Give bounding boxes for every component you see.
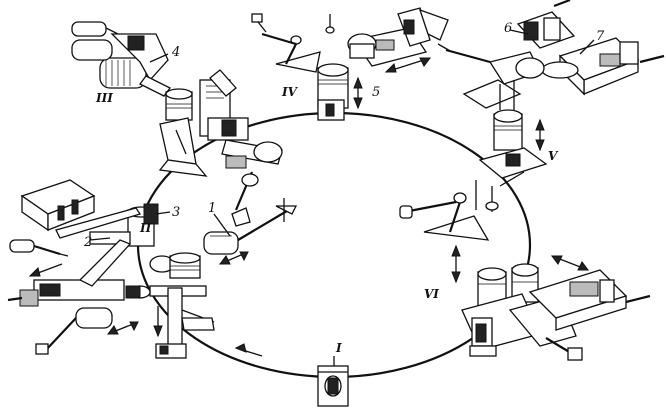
arrow-station-IV <box>353 76 363 110</box>
label-part-6: 6 <box>504 21 512 36</box>
tripod-fixture-right <box>399 180 499 241</box>
label-part-1: 1 <box>208 201 216 216</box>
station-V-machine <box>478 109 548 187</box>
machine-upper-left-column <box>199 69 283 169</box>
arrow-station-V <box>535 118 545 152</box>
label-station-V: V <box>548 149 559 163</box>
station-6-machine <box>516 0 576 49</box>
arrow-right-vertical <box>451 244 461 284</box>
label-station-VI: VI <box>424 287 439 301</box>
station-I-fixture <box>317 365 349 407</box>
label-part-4: 4 <box>171 45 180 60</box>
label-station-III: III <box>95 91 113 105</box>
arrow-station-1 <box>219 251 249 265</box>
rotary-tripod-upper-right <box>437 43 545 110</box>
label-part-5: 5 <box>372 85 380 100</box>
arrow-left-1 <box>28 263 63 277</box>
station-5-machine <box>347 7 449 67</box>
label-part-7: 7 <box>596 29 605 44</box>
leader-lines <box>89 29 595 366</box>
station-IV-machine <box>317 63 349 121</box>
tool-left-upper <box>9 239 69 257</box>
label-station-I: I <box>335 341 342 355</box>
station-II-lower-arm <box>155 287 215 359</box>
tripod-fixture-top <box>251 13 335 73</box>
label-part-3: 3 <box>172 205 180 220</box>
conveyor-track <box>136 111 532 379</box>
parts-tray <box>20 179 96 232</box>
station-7-machine <box>541 37 665 96</box>
arrow-station-VI <box>551 255 589 271</box>
tool-left-lower <box>35 307 113 355</box>
station-VI-side-unit <box>528 269 651 331</box>
label-station-II: II <box>139 221 152 235</box>
track-direction-arrow <box>234 343 263 357</box>
label-station-IV: IV <box>281 85 299 99</box>
station-III-machine <box>71 21 208 177</box>
arrow-left-2 <box>107 321 139 335</box>
station-1-spindle <box>203 171 298 255</box>
label-part-2: 2 <box>83 235 92 250</box>
arrow-station-5 <box>384 57 431 73</box>
arrow-vertical-left <box>153 306 163 338</box>
